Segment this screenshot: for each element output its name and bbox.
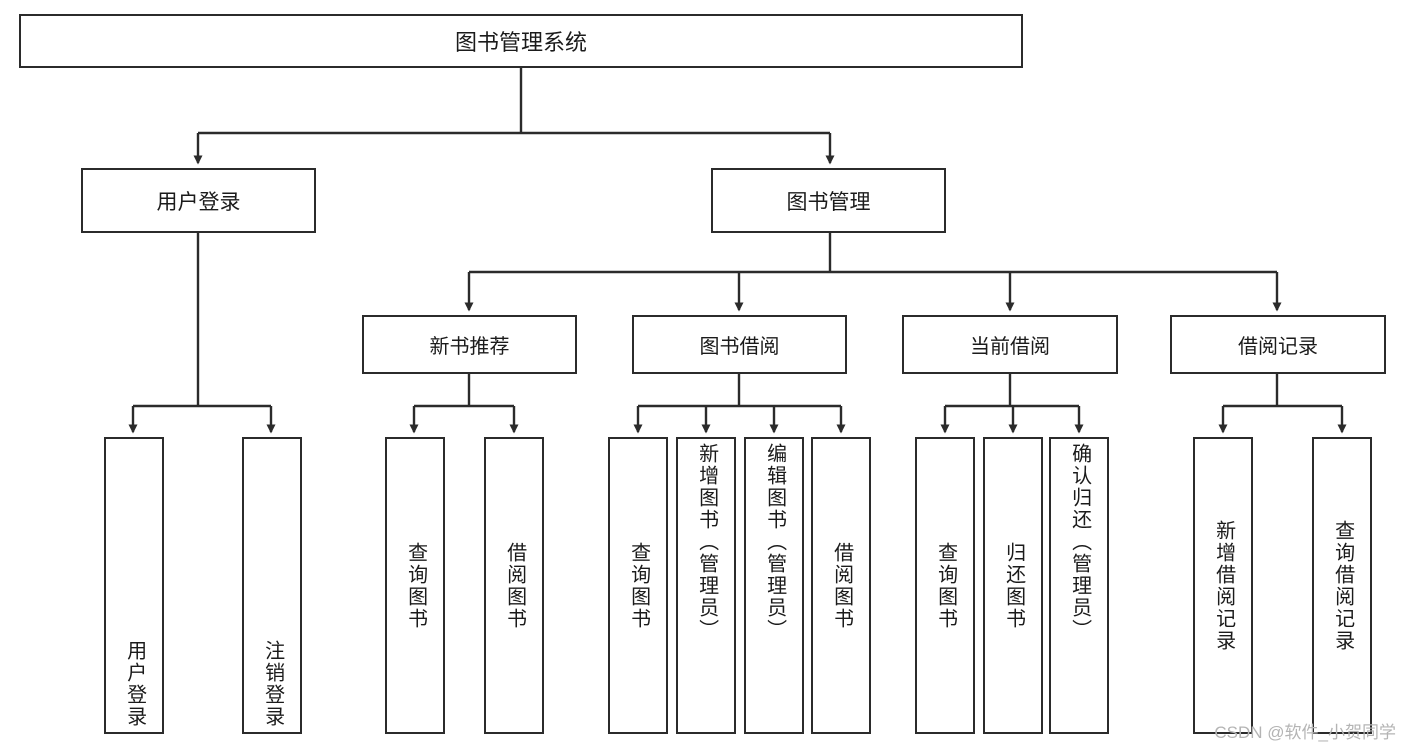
leaf-user-login-login[interactable]: 用户登录 (104, 437, 164, 734)
leaf-borrow-query-book[interactable]: 查询图书 (608, 437, 668, 734)
leaf-label: 用户登录 (123, 640, 146, 728)
leaf-recommend-query-book[interactable]: 查询图书 (385, 437, 445, 734)
node-current-borrow[interactable]: 当前借阅 (902, 315, 1118, 374)
node-label: 图书管理系统 (454, 30, 587, 55)
node-label: 新书推荐 (429, 336, 510, 358)
leaf-label: 注销登录 (261, 640, 284, 728)
leaf-current-query-book[interactable]: 查询图书 (915, 437, 975, 734)
node-label: 用户登录 (156, 190, 241, 214)
node-user-login[interactable]: 用户登录 (81, 168, 316, 233)
leaf-label: 查询借阅记录 (1331, 519, 1354, 652)
node-borrow-record[interactable]: 借阅记录 (1170, 315, 1386, 374)
node-label: 图书借阅 (699, 336, 780, 358)
leaf-label: 新增图书（管理员） (695, 443, 718, 641)
leaf-user-login-logout[interactable]: 注销登录 (242, 437, 302, 734)
node-book-management[interactable]: 图书管理 (711, 168, 946, 233)
leaf-recommend-borrow-book[interactable]: 借阅图书 (484, 437, 544, 734)
leaf-label: 新增借阅记录 (1212, 519, 1235, 652)
leaf-record-query-record[interactable]: 查询借阅记录 (1312, 437, 1372, 734)
leaf-record-add-record[interactable]: 新增借阅记录 (1193, 437, 1253, 734)
leaf-label: 确认归还（管理员） (1068, 443, 1091, 641)
leaf-label: 查询图书 (404, 541, 427, 630)
node-root-system[interactable]: 图书管理系统 (19, 14, 1023, 68)
node-label: 借阅记录 (1238, 336, 1318, 358)
leaf-label: 借阅图书 (503, 541, 526, 630)
leaf-current-return-book[interactable]: 归还图书 (983, 437, 1043, 734)
leaf-current-confirm-return-admin[interactable]: 确认归还（管理员） (1049, 437, 1109, 734)
leaf-label: 查询图书 (934, 541, 957, 630)
leaf-borrow-edit-book-admin[interactable]: 编辑图书（管理员） (744, 437, 804, 734)
leaf-label: 归还图书 (1002, 541, 1025, 630)
node-label: 图书管理 (786, 190, 871, 214)
leaf-label: 查询图书 (627, 541, 650, 630)
node-label: 当前借阅 (970, 336, 1050, 358)
node-new-book-recommend[interactable]: 新书推荐 (362, 315, 577, 374)
leaf-label: 编辑图书（管理员） (763, 443, 786, 641)
leaf-borrow-borrow-book[interactable]: 借阅图书 (811, 437, 871, 734)
node-book-borrow[interactable]: 图书借阅 (632, 315, 847, 374)
leaf-label: 借阅图书 (830, 541, 853, 630)
leaf-borrow-add-book-admin[interactable]: 新增图书（管理员） (676, 437, 736, 734)
